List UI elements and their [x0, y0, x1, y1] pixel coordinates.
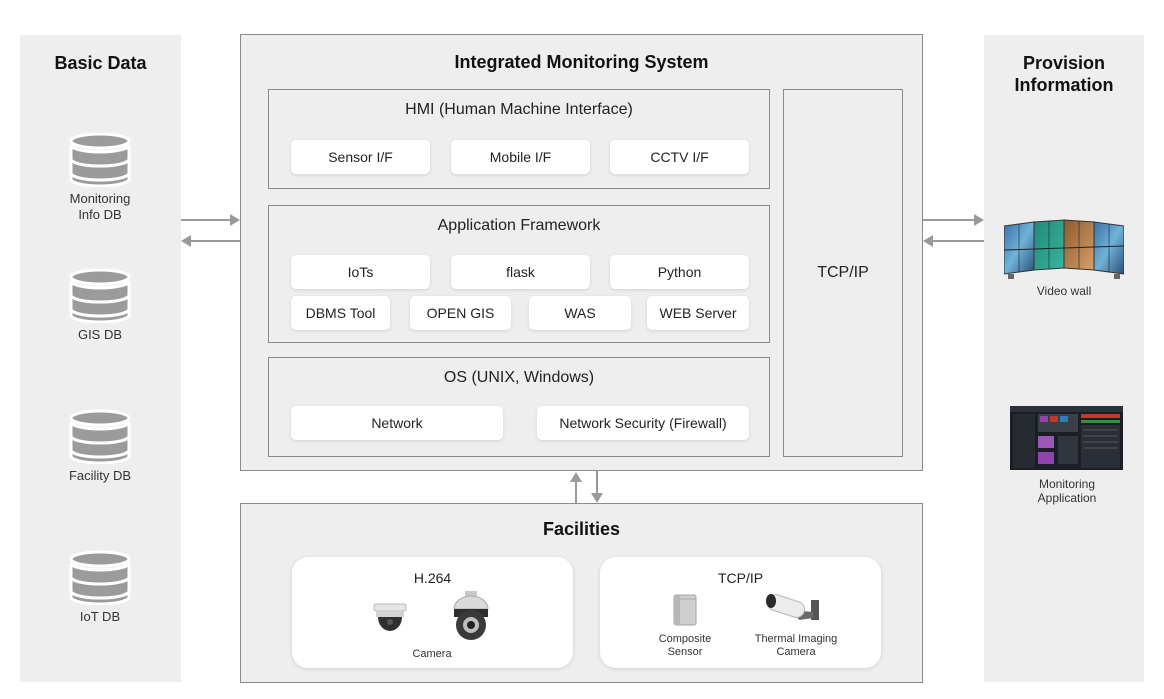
- hmi-title: HMI (Human Machine Interface): [405, 101, 633, 118]
- db-label: GIS DB: [77, 327, 123, 342]
- network-item: Network: [291, 406, 503, 440]
- arrow-right-icon: [181, 214, 240, 226]
- integrated-monitoring-system: Integrated Monitoring System HMI (Human …: [240, 34, 923, 471]
- composite-sensor-icon: [673, 594, 697, 626]
- ptz-camera-icon: [453, 591, 489, 640]
- dome-camera-icon: [373, 603, 407, 631]
- arrow-down-icon: [591, 471, 603, 503]
- db-label: Facility DB: [68, 468, 132, 483]
- open-gis-item: OPEN GIS: [410, 296, 511, 330]
- arrow-left-icon: [923, 235, 984, 247]
- dbms-tool-item: DBMS Tool: [291, 296, 390, 330]
- basic-data-title: Basic Data: [54, 53, 147, 73]
- iot-db: IoT DB: [40, 549, 160, 625]
- gis-db: GIS DB: [40, 267, 160, 343]
- thermal-camera-icon: [766, 594, 819, 620]
- h264-card: H.264 Camera: [292, 557, 573, 668]
- arrow-right-icon: [923, 214, 984, 226]
- mobile-if-item: Mobile I/F: [451, 140, 590, 174]
- flask-item: flask: [451, 255, 590, 289]
- monitoring-application-label: Monitoring Application: [1037, 477, 1097, 505]
- provision-title: Provision Information: [1014, 53, 1114, 95]
- tcp-ip-box: TCP/IP: [783, 89, 903, 457]
- system-title: Integrated Monitoring System: [454, 52, 709, 72]
- cctv-if-item: CCTV I/F: [610, 140, 749, 174]
- facility-db: Facility DB: [40, 408, 160, 484]
- facilities-title: Facilities: [542, 519, 621, 539]
- monitoring-info-db: Monitoring Info DB: [40, 131, 160, 223]
- web-server-item: WEB Server: [647, 296, 749, 330]
- iots-item: IoTs: [291, 255, 430, 289]
- provision-information-panel: Provision Information: [984, 35, 1144, 682]
- database-icon: [69, 550, 131, 605]
- database-icon: [69, 409, 131, 464]
- video-wall-icon: [1004, 219, 1124, 279]
- monitoring-application-icon: [1010, 406, 1123, 470]
- os-title: OS (UNIX, Windows): [443, 369, 595, 386]
- tcpip-facility-title: TCP/IP: [717, 570, 764, 586]
- arrow-up-icon: [570, 472, 582, 503]
- python-item: Python: [610, 255, 749, 289]
- tcpip-card: TCP/IP Composite Sensor Thermal Imaging …: [600, 557, 881, 668]
- database-icon: [69, 268, 131, 323]
- sensor-if-item: Sensor I/F: [291, 140, 430, 174]
- camera-label: Camera: [412, 648, 452, 660]
- hmi-box: HMI (Human Machine Interface) Sensor I/F…: [268, 89, 770, 189]
- was-item: WAS: [529, 296, 631, 330]
- basic-data-panel: Basic Data Monitoring Info DB GIS DB: [20, 35, 181, 682]
- video-wall-label: Video wall: [1036, 284, 1092, 298]
- network-security-item: Network Security (Firewall): [537, 406, 749, 440]
- composite-sensor-label: Composite Sensor: [658, 633, 712, 658]
- h264-title: H.264: [413, 570, 452, 586]
- db-label: Monitoring Info DB: [69, 191, 131, 222]
- arrow-left-icon: [181, 235, 240, 247]
- db-label: IoT DB: [79, 609, 121, 624]
- database-icon: [69, 132, 131, 187]
- thermal-camera-label: Thermal Imaging Camera: [754, 633, 838, 658]
- os-box: OS (UNIX, Windows) Network Network Secur…: [268, 357, 770, 457]
- facilities-box: Facilities H.264 Camera TCP/IP Composite…: [240, 503, 923, 683]
- tcp-ip-label: TCP/IP: [817, 264, 869, 281]
- application-framework-box: Application Framework IoTs flask Python …: [268, 205, 770, 343]
- application-framework-title: Application Framework: [437, 217, 601, 234]
